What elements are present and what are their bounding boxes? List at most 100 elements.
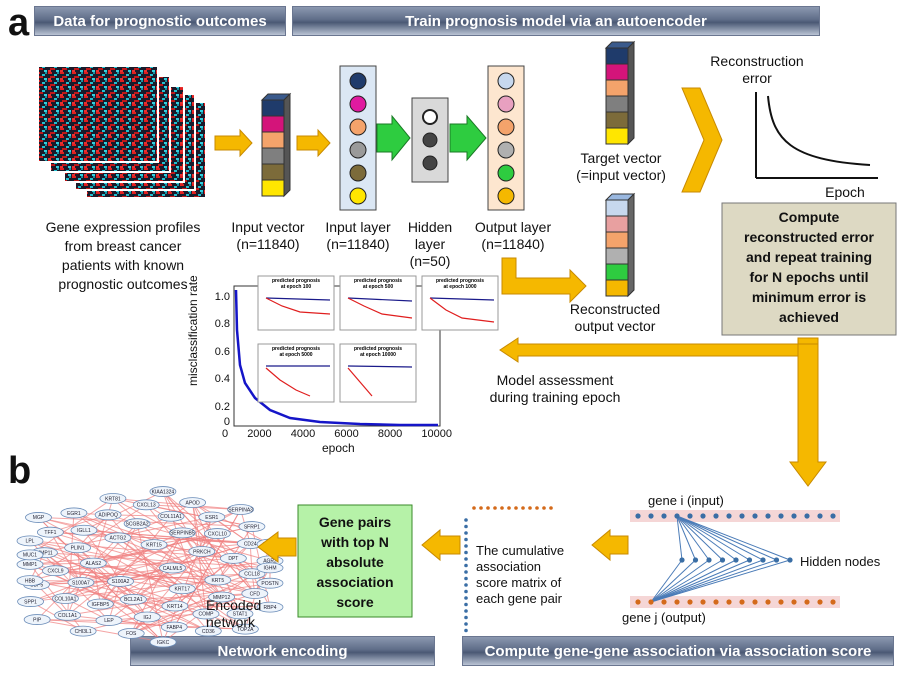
output-gene-node [687,599,693,605]
network-node [168,527,196,539]
network-edge [130,588,183,634]
misclass-ytick: 1.0 [214,291,230,303]
association-line [650,559,764,603]
output-gene-node [804,599,810,605]
network-edge [37,619,164,643]
network-node [179,497,207,508]
matrix-dot [479,506,483,510]
network-node-label: SCGB2A2 [126,521,149,527]
hidden-nodes-label: Hidden nodes [800,554,881,569]
matrix-dot [464,576,468,581]
network-node [198,511,226,523]
network-node [42,565,69,577]
network-nodes: CALML5S100A2KRT15KRT17ALAS2PRKCHBCL2A1AC… [16,486,284,648]
network-node [99,493,127,504]
hidden-node [773,557,780,563]
input-gene-node [713,513,719,519]
network-node-label: CFD [250,591,261,597]
network-node-label: ADIPOQ [98,513,118,519]
network-node [70,524,98,536]
network-node [119,593,147,605]
heatmap-stack [37,65,207,199]
association-to-matrix-arrow [591,528,629,562]
output-gene-node [713,599,719,605]
matrix-dot [507,506,511,510]
network-node-label: CD24 [244,541,257,547]
network-node [67,577,95,588]
network-node-label: SERPINA3 [228,507,253,513]
orange-arrow-1 [214,128,253,158]
hidden-node [746,557,753,563]
association-line [650,559,683,603]
network-node [188,546,216,557]
misclass-curve [234,289,438,427]
survival-title-line: at epoch 500 [362,284,394,290]
input-vector-label: Input vector (n=11840) [222,219,314,253]
matrix-dot [464,550,468,555]
network-node [208,591,236,603]
network-edge [36,567,173,586]
target-vector-label: Target vector (=input vector) [566,150,676,184]
network-edge [29,554,176,607]
matrix-dot [464,622,468,626]
matrix-dot [535,506,539,510]
network-node-label: EGR1 [67,511,81,517]
output-gene-node [648,599,654,605]
association-line [676,515,683,561]
survival-title-line: predicted prognosis [435,278,485,284]
network-node [160,621,188,633]
output-to-reconstructed-arrow [501,257,587,304]
network-node [149,486,177,497]
network-node-label: TFF1 [44,530,56,536]
input-gene-node [739,513,745,519]
network-node [25,512,52,523]
panel-letter-a: a [8,2,30,44]
hidden-node [787,557,793,563]
misclass-xtick: 4000 [290,428,316,440]
model-assessment-label: Model assessment during training epoch [480,372,630,406]
compute-error-line: Compute [778,209,840,225]
output-row-band [630,596,840,608]
network-node-label: GBP5 [30,582,44,588]
network-node [16,549,44,561]
network-edge [29,540,173,569]
survival-title-line: predicted prognosis [353,278,403,284]
network-node-label: ALAS2 [86,561,102,567]
network-node-label: IGKC [157,640,170,646]
network-node [238,568,266,580]
matrix-dot [464,557,468,561]
gene-pairs-box [297,504,413,618]
network-node-label: SFRP1 [244,524,260,530]
survival-title-line: at epoch 5000 [279,352,313,358]
survival-title-line: predicted prognosis [271,346,321,352]
matrix-dot [486,506,490,510]
input-gene-node [765,513,771,519]
network-node-label: PLIN1 [71,546,85,552]
cumulative-matrix-line: score matrix of [476,575,562,590]
heatmap-layer [37,65,159,163]
cumulative-matrix-line: The cumulative [476,543,565,558]
misclass-xtick: 6000 [334,428,359,440]
network-node-label: PIP [33,617,42,623]
network-node-label: COL11A1 [160,514,182,520]
survival-title-line: at epoch 10000 [360,352,396,358]
misclass-xticks: 0 2000 4000 6000 8000 10000 [222,428,452,440]
network-node-label: AGR2 [263,559,277,565]
input-gene-node [791,513,797,519]
assessment-arrow [499,337,827,487]
misclass-xlabel: epoch [322,441,355,455]
network-node [94,509,122,521]
matrix-dot [464,596,468,600]
compute-error-box [721,202,897,336]
input-gene-node [687,513,693,519]
network-node-label: S100A2 [112,579,130,585]
network-node-label: RBP4 [263,605,276,611]
network-node [69,625,97,637]
network-edge [136,523,271,562]
matrix-dot [464,518,468,522]
orange-arrow-2 [296,128,331,158]
network-node-label: CHI3L1 [75,629,92,635]
reconstruction-error-plot [755,92,878,179]
misclass-ytick: 0 [223,416,230,428]
matrix-dot [464,602,468,607]
